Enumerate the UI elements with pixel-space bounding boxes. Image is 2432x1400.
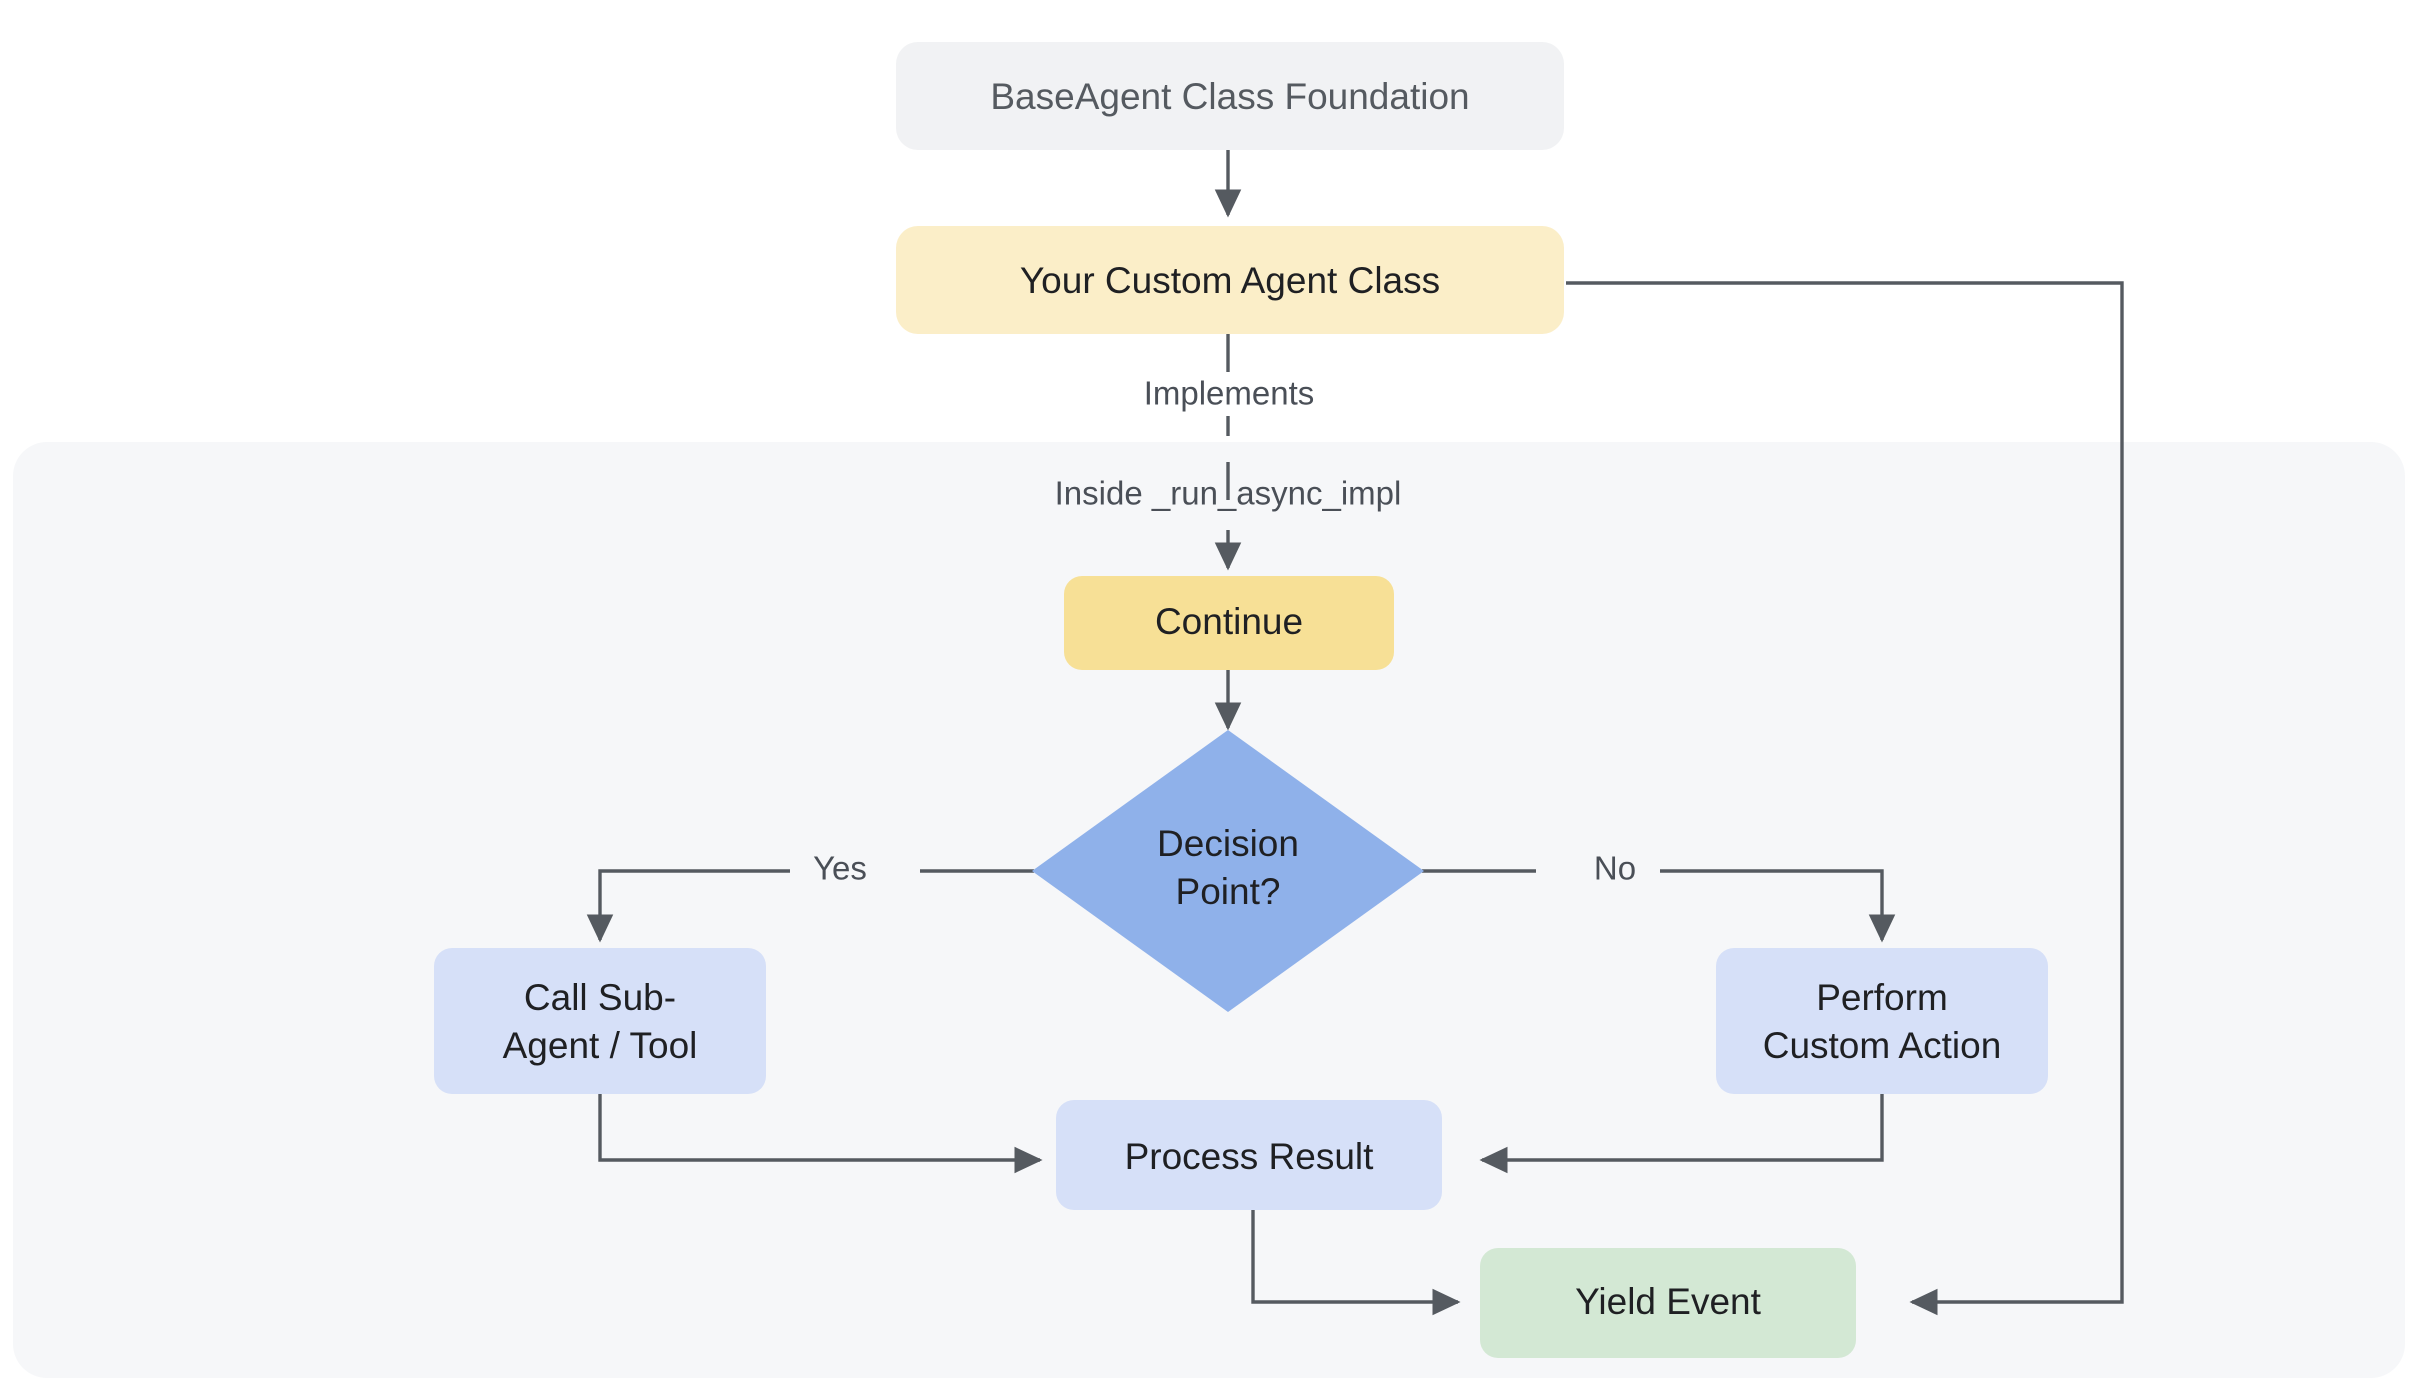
node-base-agent[interactable]: BaseAgent Class Foundation — [896, 42, 1564, 150]
edge-process-result-to-yield-event — [1251, 1210, 1461, 1316]
edge-decision-yes-seg2 — [586, 869, 790, 943]
node-decision-label-line1: Decision — [1157, 823, 1299, 864]
node-decision-shape — [1032, 730, 1424, 1012]
node-process-result-shape — [1056, 1100, 1442, 1210]
node-custom-action-shape — [1716, 948, 2048, 1094]
node-yield-event-label: Yield Event — [1575, 1281, 1762, 1322]
edge-call-sub-agent-to-process-result — [598, 1092, 1043, 1174]
node-yield-event[interactable]: Yield Event — [1480, 1248, 1856, 1358]
node-custom-agent-label: Your Custom Agent Class — [1020, 260, 1440, 301]
node-base-agent-shape — [896, 42, 1564, 150]
node-call-sub-agent[interactable]: Call Sub- Agent / Tool — [434, 948, 766, 1094]
node-decision-label-line2: Point? — [1176, 871, 1281, 912]
edge-label-inside-run-async-impl: Inside _run_async_impl — [1055, 475, 1402, 512]
node-custom-action-label-line2: Custom Action — [1763, 1025, 2002, 1066]
node-custom-action[interactable]: Perform Custom Action — [1716, 948, 2048, 1094]
node-custom-action-label-line1: Perform — [1816, 977, 1948, 1018]
node-process-result[interactable]: Process Result — [1056, 1100, 1442, 1210]
edge-custom-action-to-process-result — [1479, 1092, 1884, 1174]
edge-label-implements: Implements — [1144, 375, 1315, 412]
node-call-sub-agent-shape — [434, 948, 766, 1094]
node-continue[interactable]: Continue — [1064, 576, 1394, 670]
node-call-sub-agent-label-line1: Call Sub- — [524, 977, 676, 1018]
node-call-sub-agent-label-line2: Agent / Tool — [503, 1025, 698, 1066]
node-decision[interactable]: Decision Point? — [1032, 730, 1424, 1012]
node-yield-event-shape — [1480, 1248, 1856, 1358]
edge-label-no: No — [1594, 850, 1636, 887]
edge-label-yes: Yes — [813, 850, 867, 887]
node-base-agent-label: BaseAgent Class Foundation — [990, 76, 1469, 117]
edge-custom-agent-to-yield-event — [1566, 281, 2124, 1316]
node-continue-shape — [1064, 576, 1394, 670]
node-process-result-label: Process Result — [1125, 1136, 1375, 1177]
node-custom-agent[interactable]: Your Custom Agent Class — [896, 226, 1564, 334]
node-custom-agent-shape — [896, 226, 1564, 334]
node-continue-label: Continue — [1155, 601, 1303, 642]
edge-decision-no-seg2 — [1660, 869, 1896, 943]
